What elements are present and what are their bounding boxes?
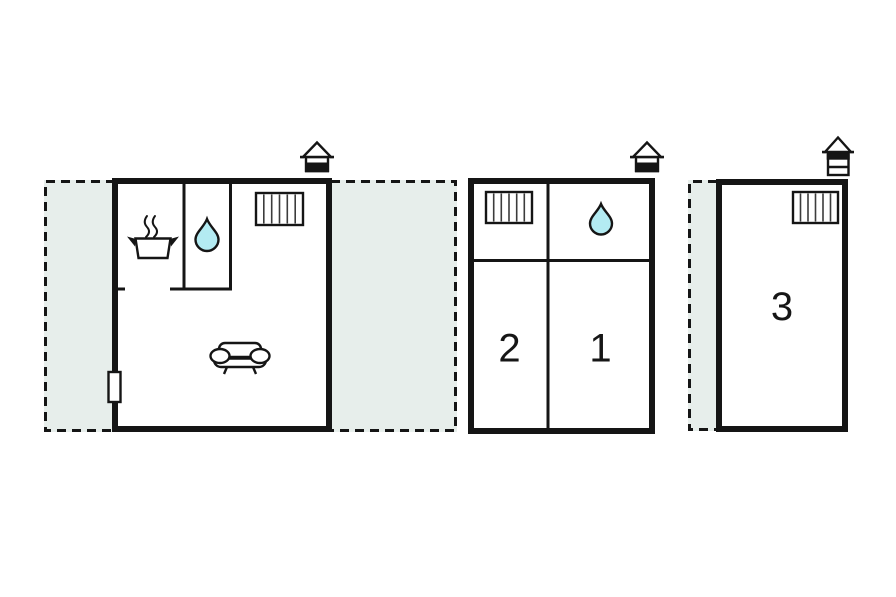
room-1-label: 1 (589, 327, 611, 371)
outer-walls (112, 178, 332, 432)
water-drop-icon (588, 200, 614, 236)
terrace-middle (331, 180, 457, 432)
radiator-icon (791, 190, 840, 225)
inner-walls (471, 181, 652, 431)
terrace-left (44, 180, 115, 432)
outer-walls (468, 178, 655, 434)
hotplate-pot-icon (127, 215, 179, 260)
inner-walls (112, 178, 232, 291)
building-left-unit (107, 140, 334, 432)
house-marker-middle-icon (630, 140, 664, 173)
house-marker-left-icon (300, 140, 334, 173)
radiator-icon (254, 191, 305, 227)
house-marker-right-icon (822, 135, 854, 177)
radiator-icon (484, 190, 534, 225)
building-right-unit: 3 (716, 135, 854, 432)
sofa-icon (209, 341, 271, 375)
terrace-right (688, 180, 717, 431)
building-middle-unit: 2 1 (468, 140, 664, 434)
entrance-door-icon (107, 370, 122, 404)
outer-walls (716, 179, 848, 432)
room-3-label: 3 (771, 285, 793, 329)
water-drop-icon (194, 215, 220, 253)
room-2-label: 2 (498, 327, 520, 371)
